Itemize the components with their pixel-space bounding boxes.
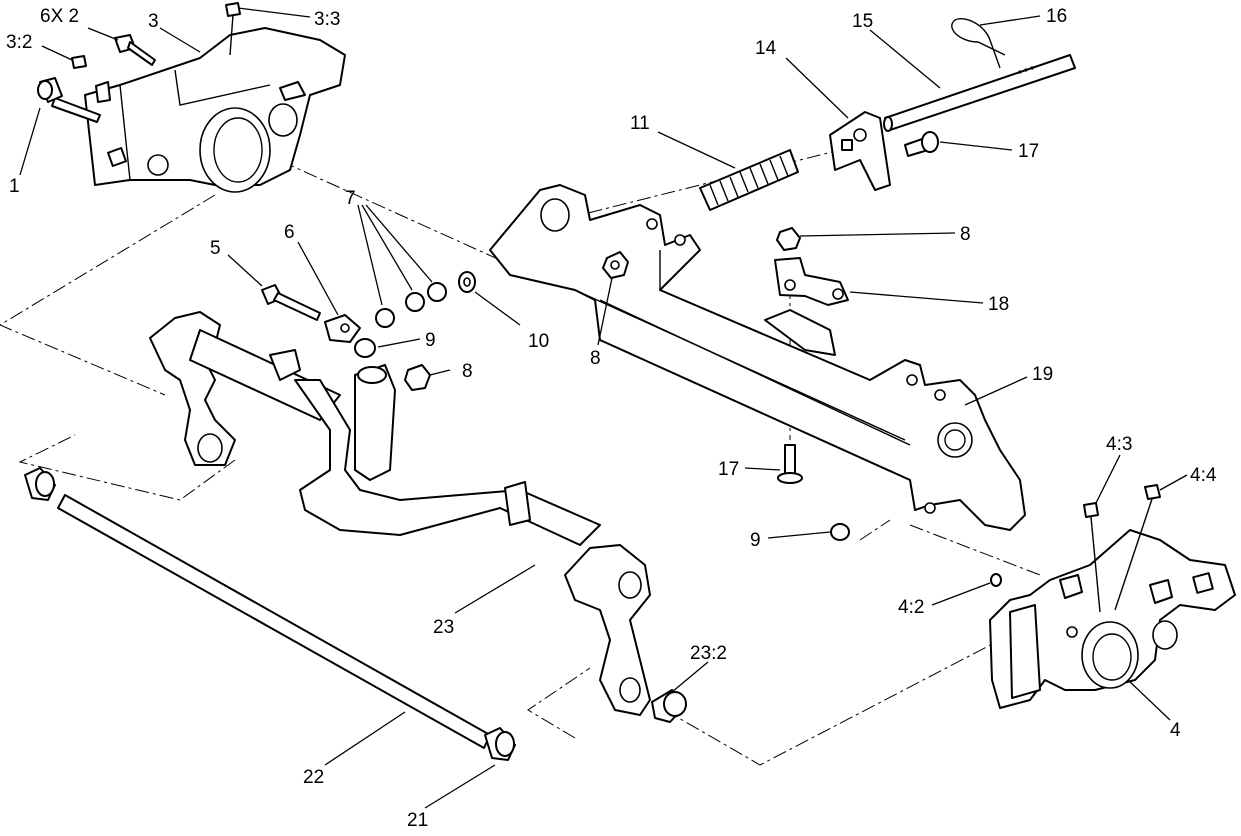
nut-8-right xyxy=(776,227,801,251)
grease-fitting-3-2 xyxy=(71,55,87,69)
callout-4-2: 4:2 xyxy=(898,597,924,618)
callout-23-2: 23:2 xyxy=(690,643,727,664)
callout-4: 4 xyxy=(1170,720,1181,741)
nut-8-center xyxy=(602,251,629,279)
hairpin-clip-16 xyxy=(951,18,1006,69)
callout-11: 11 xyxy=(630,113,650,134)
tie-rod-22 xyxy=(57,494,491,749)
washer-10 xyxy=(458,271,476,293)
nut-9-bottom xyxy=(830,523,850,541)
right-pivot-bracket xyxy=(989,529,1236,709)
callout-3-3: 3:3 xyxy=(314,9,340,30)
callout-9-a: 9 xyxy=(425,330,436,351)
bolt-17-bottom xyxy=(777,444,803,484)
bracket-18 xyxy=(774,257,849,306)
callout-10: 10 xyxy=(528,331,549,352)
callout-19: 19 xyxy=(1032,364,1053,385)
main-axle-beam xyxy=(489,184,1026,531)
callout-9-b: 9 xyxy=(750,530,761,551)
bushing-21-left xyxy=(24,467,56,501)
callout-1: 1 xyxy=(9,176,20,197)
callout-17-b: 17 xyxy=(718,459,739,480)
spring-11 xyxy=(699,149,799,211)
pivot-arm-assembly xyxy=(149,311,651,716)
screw-3-3 xyxy=(225,2,241,56)
callout-6x2: 6X 2 xyxy=(40,6,79,27)
rod-15 xyxy=(883,54,1076,132)
left-pivot-bracket xyxy=(84,27,346,193)
callout-16: 16 xyxy=(1046,6,1067,27)
callout-4-3: 4:3 xyxy=(1106,434,1132,455)
nut-8-left xyxy=(404,364,431,391)
callout-3-2: 3:2 xyxy=(6,32,32,53)
callout-21: 21 xyxy=(407,810,428,831)
callout-labels: 1 3:2 6X 2 3 3:3 5 6 7 9 8 10 8 11 14 15… xyxy=(6,6,1217,831)
bushing-23-2 xyxy=(651,689,687,723)
screw-4-4 xyxy=(1114,484,1161,611)
callout-6: 6 xyxy=(284,222,295,243)
bolt-5 xyxy=(261,284,321,321)
spacer-6 xyxy=(324,314,361,343)
fitting-4-2 xyxy=(990,573,1002,587)
callout-5: 5 xyxy=(210,238,221,259)
leader-lines xyxy=(19,7,1188,809)
bolt-1 xyxy=(37,77,101,123)
callout-14: 14 xyxy=(755,38,777,59)
jam-nuts-7 xyxy=(375,282,447,328)
callout-8-a: 8 xyxy=(462,361,473,382)
callout-4-4: 4:4 xyxy=(1190,465,1217,486)
nut-9-top xyxy=(354,338,376,358)
callout-8-c: 8 xyxy=(960,224,971,245)
callout-7: 7 xyxy=(345,188,356,209)
callout-23: 23 xyxy=(433,617,454,638)
screw-4-3 xyxy=(1083,502,1101,613)
spring-bracket-14 xyxy=(829,111,891,191)
callout-15: 15 xyxy=(852,11,873,32)
callout-3: 3 xyxy=(148,11,159,32)
callout-22: 22 xyxy=(303,767,324,788)
bolt-17-top xyxy=(904,131,939,157)
callout-8-b: 8 xyxy=(590,348,601,369)
callout-17-a: 17 xyxy=(1018,141,1039,162)
bushing-21-right xyxy=(484,727,516,761)
stud-6x2 xyxy=(114,34,156,66)
callout-18: 18 xyxy=(988,294,1009,315)
